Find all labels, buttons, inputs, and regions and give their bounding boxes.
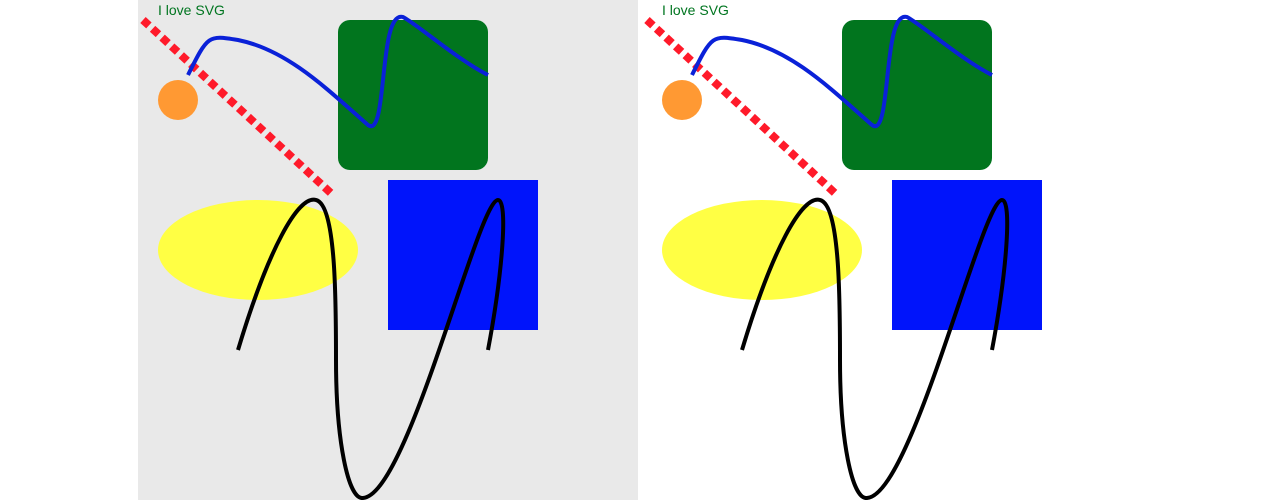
- caption-text: I love SVG: [158, 2, 225, 18]
- caption-text: I love SVG: [662, 2, 729, 18]
- red-dashed-line: [644, 17, 840, 198]
- orange-circle: [158, 80, 198, 120]
- black-loop-curve: [236, 197, 506, 500]
- red-dashed-line: [140, 17, 336, 198]
- right-svg-canvas: I love SVG: [642, 0, 1142, 500]
- blue-rectangle: [388, 180, 538, 330]
- green-rounded-rectangle: [338, 20, 488, 170]
- green-rounded-rectangle: [842, 20, 992, 170]
- black-loop-curve: [740, 197, 1010, 500]
- left-svg-panel: I love SVG: [138, 0, 638, 500]
- blue-wave-curve: [186, 14, 489, 129]
- right-svg-panel: I love SVG: [642, 0, 1142, 500]
- orange-circle: [662, 80, 702, 120]
- blue-wave-curve: [690, 14, 993, 129]
- yellow-ellipse: [158, 200, 358, 300]
- blue-rectangle: [892, 180, 1042, 330]
- yellow-ellipse: [662, 200, 862, 300]
- left-svg-canvas: I love SVG: [138, 0, 638, 500]
